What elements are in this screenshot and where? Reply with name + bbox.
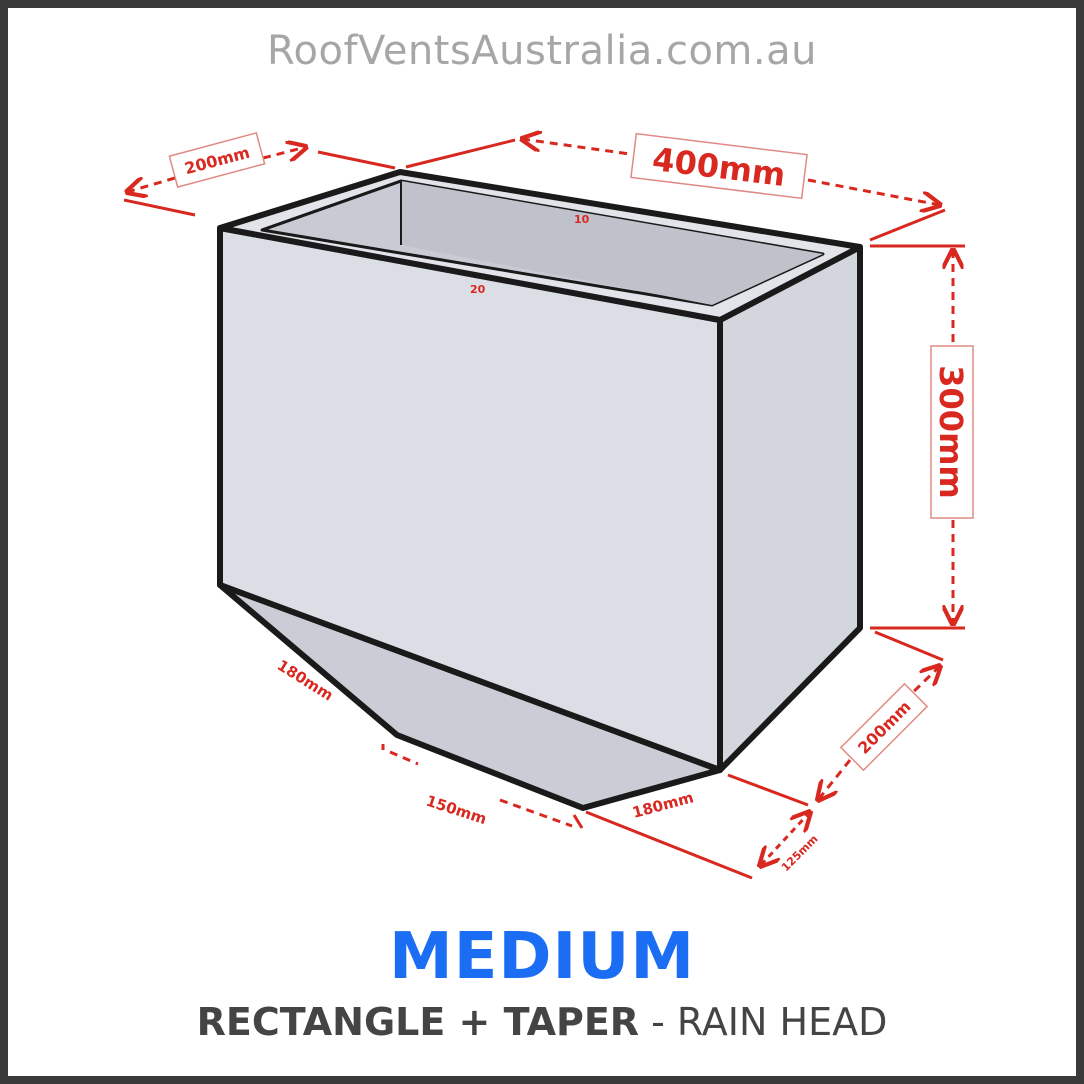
svg-text:300mm: 300mm — [932, 365, 970, 498]
dimension-lines — [124, 139, 965, 880]
label-top-depth: 200mm — [168, 131, 266, 189]
product-subtitle: RECTANGLE + TAPER - RAIN HEAD — [0, 1000, 1084, 1044]
label-taper-bottom: 150mm — [424, 792, 489, 828]
site-url: RoofVentsAustralia.com.au — [267, 28, 817, 74]
side-face — [717, 244, 863, 773]
product-name: RECTANGLE + TAPER — [196, 1000, 640, 1044]
size-title: MEDIUM — [389, 920, 695, 994]
label-height: 300mm — [930, 345, 974, 519]
lip-back-label: 10 — [574, 213, 590, 226]
product-type: - RAIN HEAD — [639, 1000, 888, 1044]
svg-text:400mm: 400mm — [650, 140, 787, 194]
label-side-depth: 200mm — [839, 682, 929, 772]
label-top-width: 400mm — [630, 132, 808, 200]
box-shape — [217, 169, 863, 811]
lip-front-label: 20 — [470, 283, 486, 296]
